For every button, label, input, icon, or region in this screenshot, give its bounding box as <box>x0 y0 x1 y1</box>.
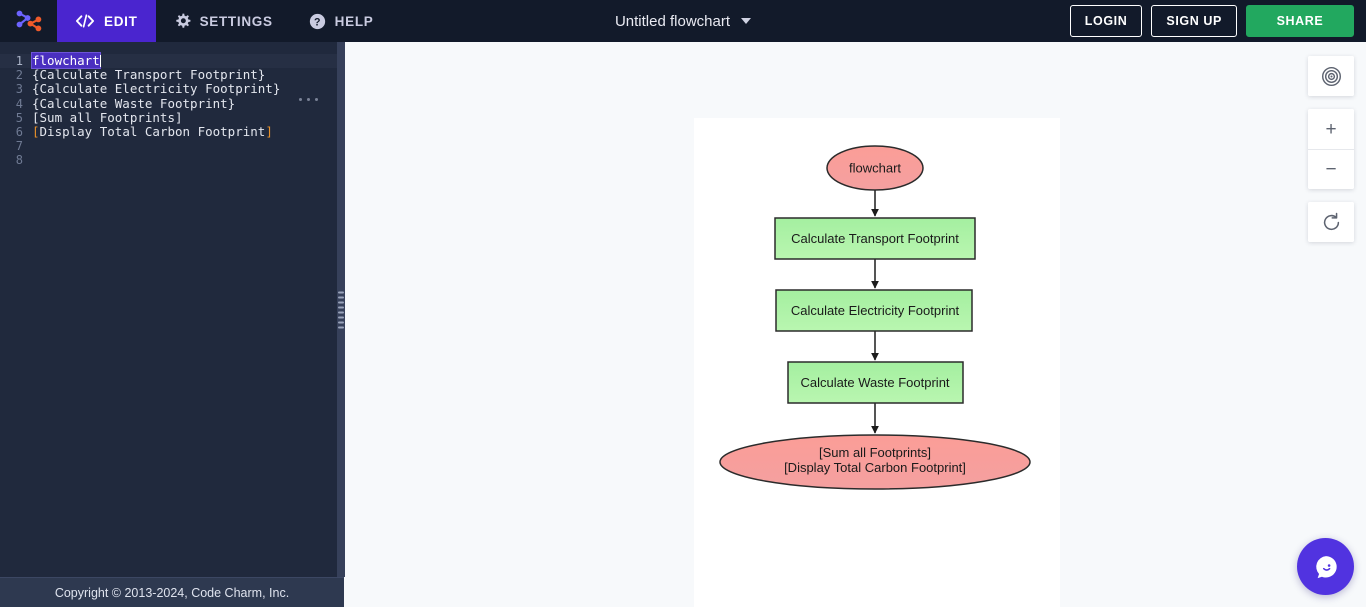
reset-refresh-button[interactable] <box>1308 202 1354 242</box>
zoom-out-icon: − <box>1325 159 1337 180</box>
zoom-out-button[interactable]: − <box>1308 149 1354 189</box>
question-circle-icon: ? <box>309 13 326 30</box>
bracket-open: [ <box>32 123 40 139</box>
canvas-controls: + − <box>1308 56 1354 242</box>
center-control-box <box>1308 56 1354 96</box>
line-number: 6 <box>15 124 23 139</box>
flowchart-diagram: flowchart Calculate Transport Footprint … <box>719 145 1031 490</box>
line-content: [Sum all Footprints] <box>32 109 183 125</box>
line-content: {Calculate Transport Footprint} <box>32 67 266 83</box>
top-action-buttons: LOGIN SIGN UP SHARE <box>1069 0 1354 42</box>
diagram-paper: flowchart Calculate Transport Footprint … <box>694 118 1060 607</box>
graph-nodes-logo-icon <box>16 10 41 32</box>
reset-refresh-icon <box>1323 212 1339 230</box>
code-line[interactable]: 4 {Calculate Waste Footprint} <box>0 95 344 111</box>
node-label: Calculate Transport Footprint <box>791 231 959 246</box>
node-label-line2: [Display Total Carbon Footprint] <box>784 460 966 475</box>
chat-bubble-icon <box>1315 555 1337 578</box>
code-editor-text[interactable]: 1 flowchart 2 {Calculate Transport Footp… <box>0 42 344 577</box>
line-number: 4 <box>15 96 23 111</box>
node-label: flowchart <box>849 161 901 176</box>
share-button[interactable]: SHARE <box>1246 5 1354 37</box>
zoom-in-button[interactable]: + <box>1308 109 1354 149</box>
tab-help[interactable]: ? HELP <box>291 0 392 42</box>
text-cursor <box>99 55 101 67</box>
tab-edit-label: EDIT <box>104 13 138 29</box>
line-number: 3 <box>15 82 23 97</box>
tab-settings[interactable]: SETTINGS <box>156 0 291 42</box>
zoom-control-box: + − <box>1308 109 1354 189</box>
code-line[interactable]: 2 {Calculate Transport Footprint} <box>0 67 344 83</box>
line-number: 7 <box>15 139 23 154</box>
node-label: Calculate Electricity Footprint <box>791 303 960 318</box>
line-content: {Calculate Electricity Footprint} <box>32 81 281 97</box>
svg-text:?: ? <box>314 16 321 28</box>
code-line[interactable]: 7 <box>0 139 344 153</box>
page-title: Untitled flowchart <box>614 12 731 30</box>
tab-settings-label: SETTINGS <box>199 13 273 29</box>
bracket-body: Display Total Carbon Footprint <box>39 123 266 139</box>
center-target-icon <box>1321 66 1341 86</box>
chat-widget-button[interactable] <box>1297 538 1354 595</box>
line-content: {Calculate Waste Footprint} <box>32 95 236 111</box>
code-brackets-icon <box>75 14 95 28</box>
node-calculate-transport-footprint[interactable]: Calculate Transport Footprint <box>774 217 976 260</box>
line-content: [Display Total Carbon Footprint] <box>32 123 273 139</box>
chevron-down-icon <box>741 18 752 24</box>
code-editor-pane[interactable]: 1 flowchart 2 {Calculate Transport Footp… <box>0 42 344 577</box>
app-logo[interactable] <box>0 0 57 42</box>
node-label: Calculate Waste Footprint <box>800 375 949 390</box>
node-calculate-waste-footprint[interactable]: Calculate Waste Footprint <box>787 361 964 404</box>
code-line[interactable]: 5 [Sum all Footprints] <box>0 109 344 125</box>
node-calculate-electricity-footprint[interactable]: Calculate Electricity Footprint <box>775 289 973 332</box>
reset-control-box <box>1308 202 1354 242</box>
line-number: 2 <box>15 68 23 83</box>
diagram-canvas[interactable]: flowchart Calculate Transport Footprint … <box>344 42 1366 607</box>
line-number: 1 <box>15 54 23 68</box>
pane-splitter[interactable] <box>337 42 345 577</box>
nav-tabs: EDIT SETTINGS ? HELP <box>57 0 391 42</box>
node-flowchart[interactable]: flowchart <box>826 145 924 191</box>
editor-more-options-icon[interactable] <box>299 98 318 101</box>
document-title-area: Untitled flowchart <box>0 0 1366 42</box>
code-line[interactable]: 6 [Display Total Carbon Footprint] <box>0 123 344 139</box>
gear-icon <box>174 13 191 30</box>
copyright-text: Copyright © 2013-2024, Code Charm, Inc. <box>54 585 290 600</box>
center-target-button[interactable] <box>1308 56 1354 96</box>
node-sum-and-display[interactable]: [Sum all Footprints] [Display Total Carb… <box>719 434 1031 490</box>
drag-handle-icon <box>338 291 344 328</box>
document-title-dropdown[interactable]: Untitled flowchart <box>614 12 752 30</box>
bracket-close: ] <box>265 123 273 139</box>
code-line[interactable]: 8 <box>0 153 344 167</box>
top-navigation-bar: EDIT SETTINGS ? HELP <box>0 0 1366 42</box>
tab-help-label: HELP <box>334 13 374 29</box>
line-number: 5 <box>15 110 23 125</box>
code-line[interactable]: 3 {Calculate Electricity Footprint} <box>0 81 344 97</box>
selected-token: flowchart <box>32 53 100 68</box>
node-label-line1: [Sum all Footprints] <box>819 445 931 460</box>
login-button[interactable]: LOGIN <box>1069 5 1143 37</box>
signup-button[interactable]: SIGN UP <box>1151 5 1237 37</box>
line-number: 8 <box>15 153 23 168</box>
zoom-in-icon: + <box>1325 118 1337 140</box>
footer-bar: Copyright © 2013-2024, Code Charm, Inc. <box>0 577 344 607</box>
code-line[interactable]: 1 flowchart <box>0 53 344 69</box>
line-content: flowchart <box>32 53 101 68</box>
tab-edit[interactable]: EDIT <box>57 0 156 42</box>
